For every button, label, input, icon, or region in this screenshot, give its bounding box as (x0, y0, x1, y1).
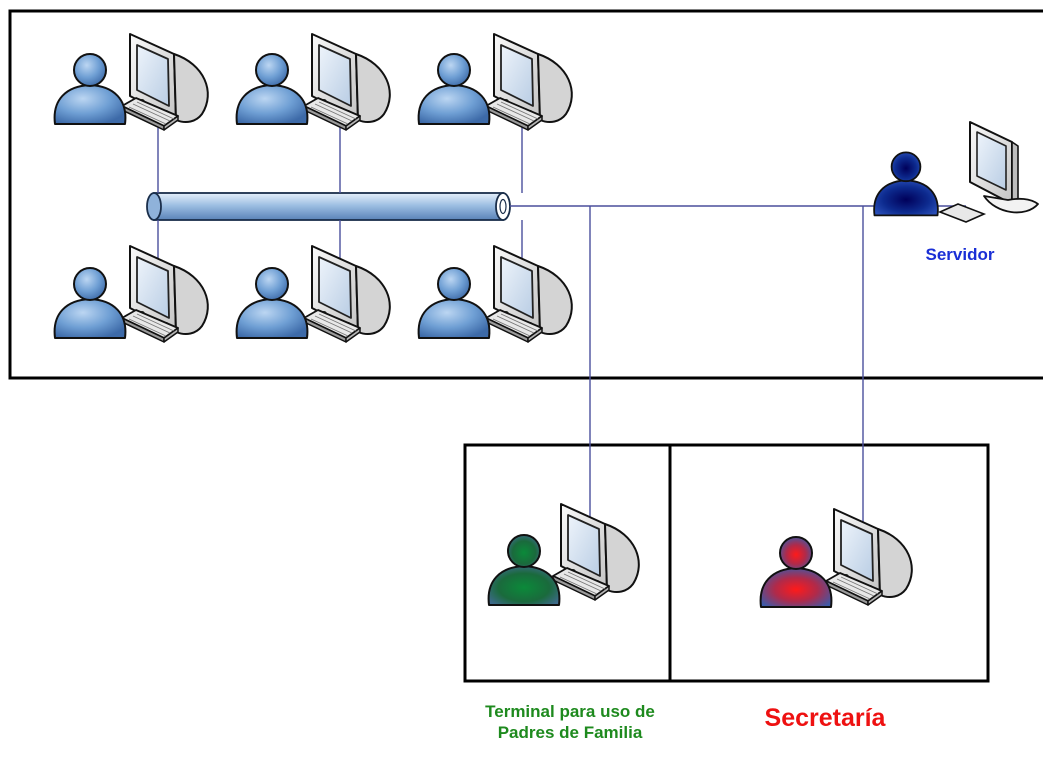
workstation-icon (53, 245, 209, 343)
secretaria-workstation-icon (759, 508, 913, 609)
workstation-icon (53, 33, 209, 131)
classroom-frame (8, 9, 1043, 380)
workstation-icon (235, 33, 391, 131)
workstation-icon (417, 33, 573, 131)
network-bus-icon (146, 192, 511, 221)
secretaria-room-frame (668, 443, 990, 683)
server-label: Servidor (925, 245, 995, 264)
secretaria-label: Secretaría (764, 704, 886, 732)
workstation-icon (235, 245, 391, 343)
terminal-label: Terminal para uso de Padres de Familia (485, 702, 655, 742)
network-cables (157, 100, 966, 545)
parents-terminal-icon (487, 503, 640, 607)
workstation-icon (417, 245, 573, 343)
server-workstation-icon (873, 121, 1039, 223)
